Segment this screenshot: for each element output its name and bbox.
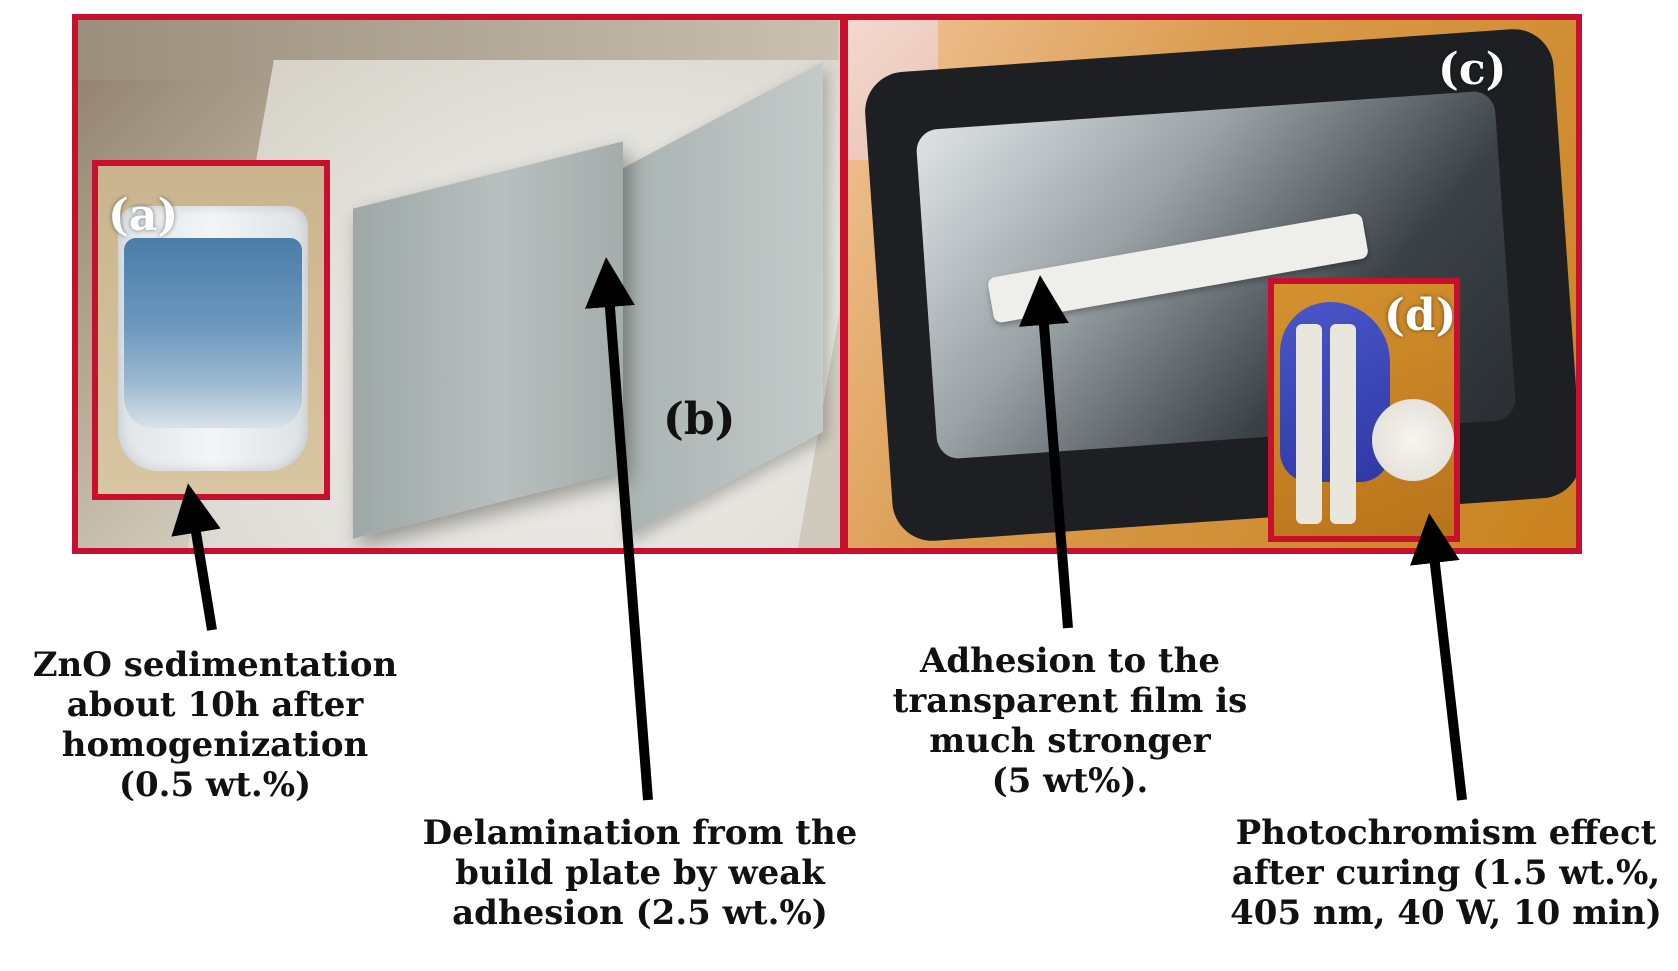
panel-label-d: (d) bbox=[1384, 290, 1457, 341]
inset-panel-a: (a) bbox=[92, 160, 330, 500]
caption-b-line: Delamination from the bbox=[422, 813, 858, 853]
caption-a-line: homogenization bbox=[61, 725, 369, 765]
sample-disc bbox=[1372, 399, 1454, 481]
arrow-d bbox=[1410, 513, 1467, 801]
caption-b-line: build plate by weak bbox=[455, 853, 825, 893]
caption-d: Photochromism effect after curing (1.5 w… bbox=[1218, 813, 1674, 933]
panel-label-a: (a) bbox=[108, 190, 179, 241]
jar-suspension bbox=[124, 238, 302, 428]
caption-d-line: after curing (1.5 wt.%, bbox=[1231, 853, 1661, 893]
caption-b-line: adhesion (2.5 wt.%) bbox=[452, 893, 828, 933]
caption-b: Delamination from the build plate by wea… bbox=[405, 813, 875, 933]
caption-c-line: Adhesion to the bbox=[919, 641, 1221, 681]
inset-panel-d: (d) bbox=[1268, 278, 1460, 542]
figure-frame: (a) (b) (c) (d) bbox=[72, 14, 1582, 554]
photo-resin-tray: (c) bbox=[848, 20, 1576, 548]
caption-c-line: transparent film is bbox=[892, 681, 1248, 721]
caption-c-line: (5 wt%). bbox=[991, 761, 1149, 801]
caption-d-line: Photochromism effect bbox=[1235, 813, 1657, 853]
caption-a-line: ZnO sedimentation bbox=[32, 645, 398, 685]
photo-build-plate: (a) (b) bbox=[78, 20, 840, 548]
panel-label-b: (b) bbox=[663, 394, 736, 445]
specimen bbox=[1330, 324, 1356, 524]
panel-divider bbox=[840, 20, 848, 548]
caption-d-line: 405 nm, 40 W, 10 min) bbox=[1230, 893, 1662, 933]
caption-c: Adhesion to the transparent film is much… bbox=[860, 641, 1280, 801]
panel-label-c: (c) bbox=[1438, 44, 1507, 95]
caption-c-line: much stronger bbox=[929, 721, 1211, 761]
caption-a-line: (0.5 wt.%) bbox=[118, 765, 312, 805]
caption-a-line: about 10h after bbox=[66, 685, 364, 725]
specimen bbox=[1296, 324, 1322, 524]
caption-a: ZnO sedimentation about 10h after homoge… bbox=[10, 645, 420, 805]
printed-part-plate bbox=[353, 141, 623, 539]
